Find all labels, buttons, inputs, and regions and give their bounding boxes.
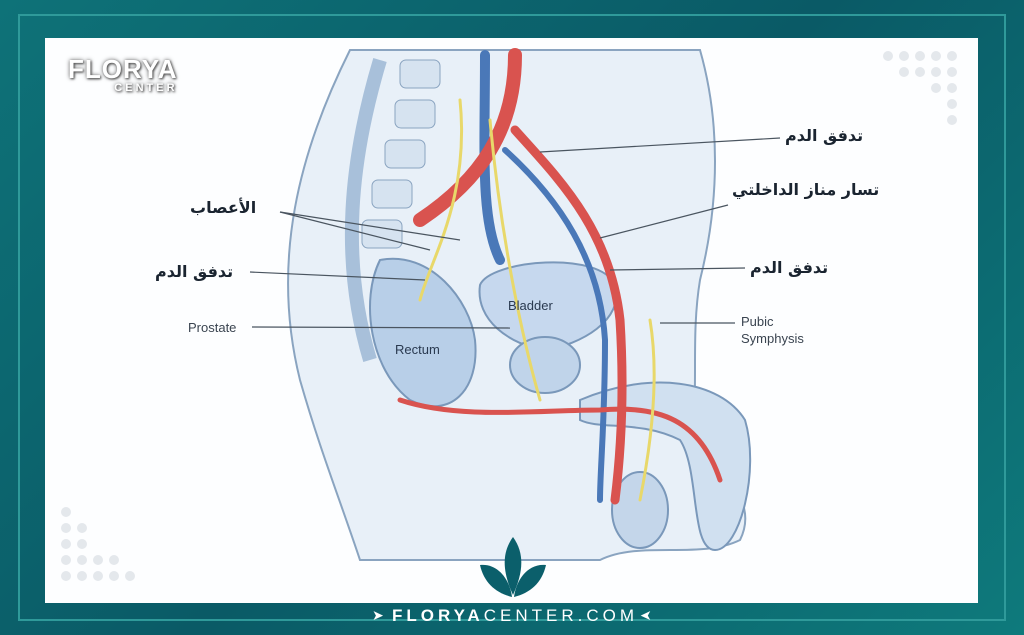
label-blood-flow-left: تدفق الدم bbox=[155, 262, 234, 281]
label-nerves: الأعصاب bbox=[190, 198, 257, 217]
artery-internal bbox=[510, 125, 627, 505]
label-pubic: Pubic bbox=[741, 314, 774, 329]
rectum bbox=[369, 257, 477, 408]
leader-lines bbox=[249, 137, 781, 329]
label-symphysis: Symphysis bbox=[741, 331, 804, 346]
brand-logo: FLORYA CENTER bbox=[68, 56, 178, 94]
lotus-logo-icon bbox=[480, 537, 546, 597]
vein-internal bbox=[502, 147, 609, 503]
label-internal-artery: تسار مناز الداخلتي bbox=[732, 180, 880, 199]
anatomy-illustration bbox=[61, 48, 957, 581]
footer-site-rest: CENTER.COM bbox=[483, 606, 638, 625]
spine bbox=[344, 57, 387, 363]
decorative-dots bbox=[61, 51, 957, 581]
prostate bbox=[509, 336, 581, 394]
brand-sub: CENTER bbox=[114, 82, 178, 94]
illustration-panel bbox=[45, 38, 978, 603]
testis bbox=[611, 471, 669, 549]
vein bbox=[479, 50, 505, 265]
vertebrae bbox=[361, 59, 441, 249]
label-rectum: Rectum bbox=[395, 342, 440, 357]
nerves bbox=[418, 98, 656, 502]
footer-site-bold: FLORYA bbox=[392, 606, 484, 625]
frame-border bbox=[18, 14, 1006, 621]
label-bladder: Bladder bbox=[508, 298, 553, 313]
brand-name: FLORYA bbox=[68, 54, 178, 84]
label-blood-flow-right: تدفق الدم bbox=[750, 258, 829, 277]
footer-website[interactable]: FLORYACENTER.COM bbox=[370, 606, 660, 626]
arrow-right-icon: ➤ bbox=[372, 608, 384, 624]
arrow-left-icon: ➤ bbox=[640, 608, 652, 624]
label-prostate: Prostate bbox=[188, 320, 237, 335]
label-blood-flow-top: تدفق الدم bbox=[785, 126, 864, 145]
artery-penile bbox=[397, 397, 723, 483]
artery-main bbox=[413, 48, 522, 227]
